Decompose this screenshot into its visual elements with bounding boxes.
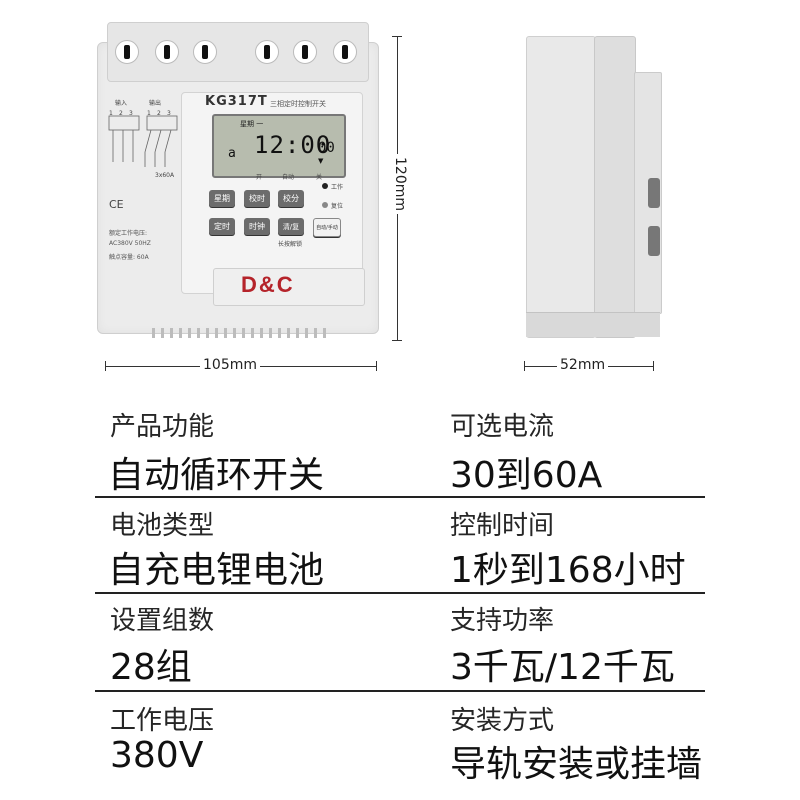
input-label: 输入 [115,100,128,107]
side-panel-front [526,36,596,338]
terminal-number: 2 [157,110,161,117]
mode-label-off: 关 [316,174,323,181]
terminal-number: 2 [119,110,123,117]
contact-capacity: 触点容量: 60A [109,254,149,261]
spec-value-power: 3千瓦/12千瓦 [450,647,675,688]
spec-divider [95,496,705,498]
height-dimension-label: 120mm [392,154,408,214]
terminal-screw [293,40,317,64]
spec-value-battery: 自充电锂电池 [108,550,325,591]
spec-label-groups: 设置组数 [110,606,215,636]
device-side-view [520,36,662,346]
logo-panel [213,268,365,306]
clock-button[interactable]: 时钟 [244,218,270,235]
din-clip-lower [648,226,660,256]
terminal-number: 3 [167,110,171,117]
terminal-screw [333,40,357,64]
output-label: 输出 [149,100,162,107]
spec-value-control-time: 1秒到168小时 [450,550,686,591]
spec-value-function: 自动循环开关 [108,455,325,496]
spec-value-groups: 28组 [110,647,192,688]
reset-hole-icon [322,202,328,208]
dimension-tick [653,361,654,371]
lcd-seconds: 00 [318,140,335,156]
work-label: 工作 [331,184,344,191]
terminal-block [107,22,369,82]
lcd-time: 12:00 [254,131,332,159]
mode-label-on: 开 [256,174,263,181]
work-led-icon [322,183,328,189]
spec-label-current: 可选电流 [450,412,555,442]
spec-divider [95,592,705,594]
weekday-button[interactable]: 星期 [209,190,235,207]
spec-divider [95,690,705,692]
width-dimension-label: 105mm [200,357,260,373]
lcd-mode: a [228,146,236,161]
terminal-number: 1 [147,110,151,117]
reset-label: 复位 [331,203,344,210]
side-base [526,312,660,337]
set-hour-button[interactable]: 校时 [244,190,270,207]
spec-label-control-time: 控制时间 [450,511,555,541]
vent-slots [152,328,328,338]
dimension-tick [392,340,402,341]
spec-value-voltage: 380V [110,735,204,776]
wiring-diagram [108,115,178,167]
side-panel-middle [594,36,636,338]
dimension-tick [392,36,402,37]
spec-label-power: 支持功率 [450,606,555,636]
rating-label: 3x60A [155,172,175,179]
spec-label-voltage: 工作电压 [110,706,215,736]
terminal-screw [155,40,179,64]
terminal-number: 1 [109,110,113,117]
model-subtitle: 三相定时控制开关 [270,100,326,108]
spec-label-mounting: 安装方式 [450,706,555,736]
spec-label-battery: 电池类型 [110,511,215,541]
lcd-arrow: ▼ [318,157,324,165]
terminal-number: 3 [129,110,133,117]
terminal-screw [193,40,217,64]
timer-button[interactable]: 定时 [209,218,235,235]
terminal-screw [255,40,279,64]
brand-logo: D&C [241,272,295,297]
lcd-weekday: 星期 一 [240,120,264,128]
dimension-tick [524,361,525,371]
dimension-tick [105,361,106,371]
din-clip-upper [648,178,660,208]
lcd-display [212,114,346,178]
model-name: KG317T [205,94,268,109]
spec-value-current: 30到60A [450,455,603,496]
terminal-screw [115,40,139,64]
depth-dimension-label: 52mm [557,357,609,373]
auto-manual-button[interactable]: 自动/手动 [313,218,341,237]
mode-label-auto: 自动 [282,174,295,181]
spec-label-function: 产品功能 [110,412,215,442]
long-press-label: 长按解锁 [278,241,303,248]
spec-value-mounting: 导轨安装或挂墙 [450,744,703,785]
dimension-tick [376,361,377,371]
voltage-spec-value: AC380V 50HZ [109,240,151,247]
voltage-spec-label: 额定工作电压: [109,230,148,237]
ce-mark: CE [109,198,124,211]
clear-restore-button[interactable]: 清/复 [278,218,304,235]
set-minute-button[interactable]: 校分 [278,190,304,207]
